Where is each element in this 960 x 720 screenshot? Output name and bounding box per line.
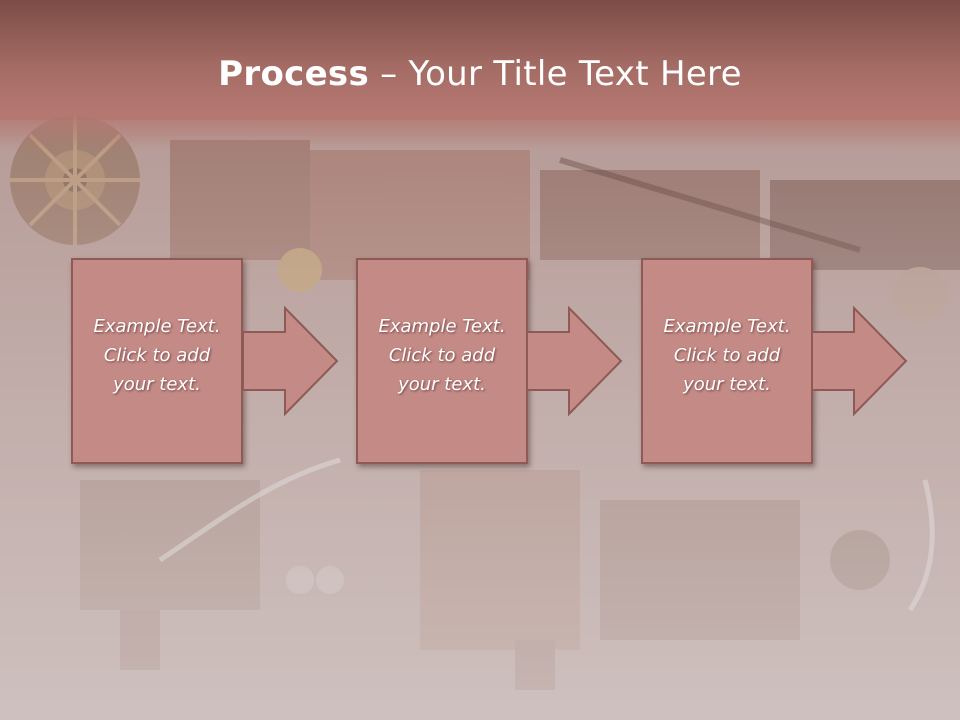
- process-step-box-3[interactable]: Example Text. Click to add your text.: [641, 258, 813, 464]
- slide-title[interactable]: Process – Your Title Text Here: [0, 54, 960, 94]
- process-step-text-1[interactable]: Example Text. Click to add your text.: [93, 316, 221, 395]
- process-step-text-2[interactable]: Example Text. Click to add your text.: [378, 316, 506, 395]
- right-arrow-icon: [243, 306, 339, 416]
- right-arrow-icon: [527, 306, 623, 416]
- title-bold: Process: [218, 54, 370, 94]
- process-step-box-1[interactable]: Example Text. Click to add your text.: [71, 258, 243, 464]
- right-arrow-icon: [812, 306, 908, 416]
- title-rest: – Your Title Text Here: [369, 54, 742, 94]
- process-step-text-3[interactable]: Example Text. Click to add your text.: [663, 316, 791, 395]
- process-step-box-2[interactable]: Example Text. Click to add your text.: [356, 258, 528, 464]
- title-band: [0, 0, 960, 150]
